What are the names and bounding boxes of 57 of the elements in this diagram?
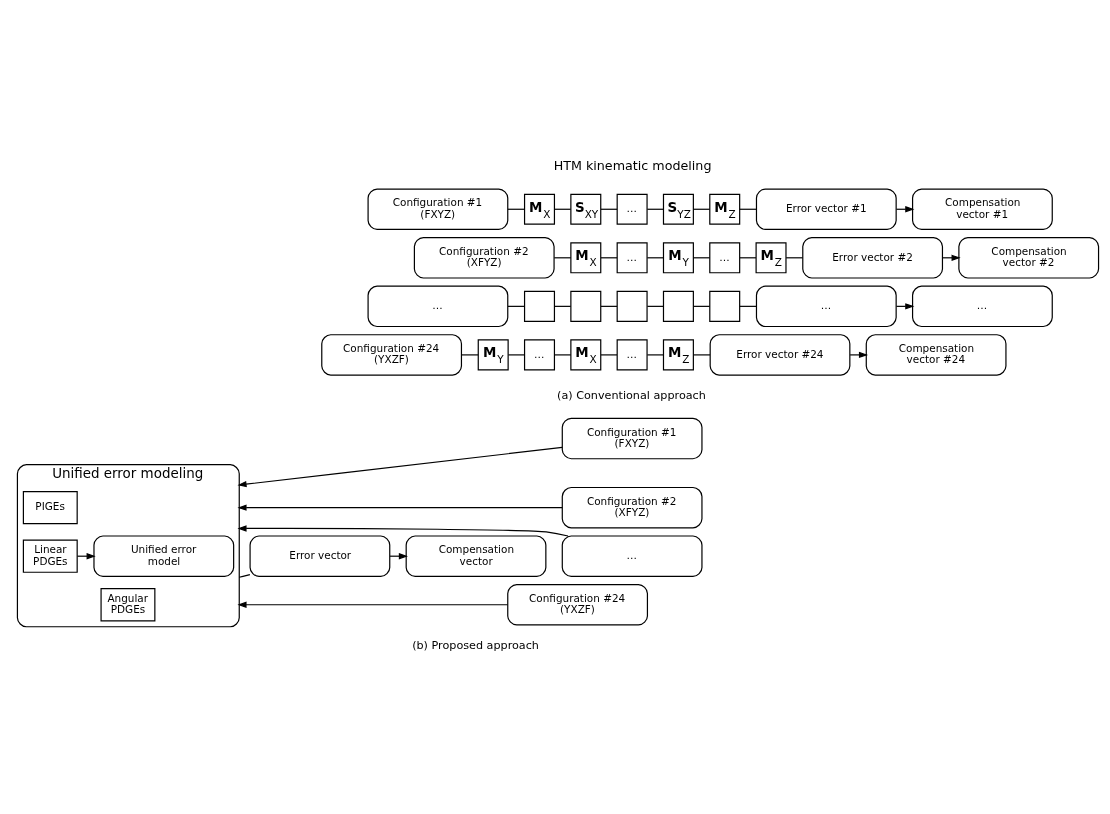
- node-box: Compensation vector #24: [865, 334, 1007, 376]
- node-box: M$_{Z}$: [709, 193, 741, 225]
- node-box: S$_{XY}$: [570, 193, 602, 225]
- node-box: Configuration #24 (YXZF): [321, 334, 463, 376]
- node-box: Error vector: [249, 535, 391, 577]
- node-box: …: [523, 339, 556, 371]
- node-box: S$_{YZ}$: [662, 193, 694, 225]
- node-box: M$_{X}$: [523, 193, 556, 225]
- node-box: …: [709, 242, 741, 274]
- node-box: [662, 290, 694, 322]
- node-box: …: [616, 193, 648, 225]
- connector: [507, 354, 526, 356]
- node-box: Angular PDGEs: [100, 588, 156, 622]
- node-box: M$_{Y}$: [477, 339, 509, 371]
- node-box: Unified error model: [93, 535, 235, 577]
- node-box: …: [616, 242, 648, 274]
- connector: [554, 354, 572, 356]
- connector: [238, 574, 251, 578]
- label: (b) Proposed approach: [412, 639, 539, 653]
- label: HTM kinematic modeling: [553, 158, 712, 174]
- arrow: [237, 504, 563, 511]
- node-box: …: [912, 285, 1053, 328]
- node-box: [523, 290, 556, 322]
- node-box: Configuration #1 (FXYZ): [367, 188, 509, 230]
- arrow: [237, 601, 509, 608]
- node-box: …: [616, 339, 648, 371]
- node-box: Linear PDGEs: [22, 539, 78, 573]
- node-box: Error vector #2: [802, 237, 944, 279]
- node-box: M$_{X}$: [570, 242, 602, 274]
- node-box: …: [367, 285, 509, 328]
- node-box: Compensation vector: [405, 535, 547, 577]
- node-box: [616, 290, 648, 322]
- connector: [646, 354, 664, 356]
- node-box: Compensation vector #1: [912, 188, 1053, 230]
- node-box: [570, 290, 602, 322]
- node-box: [709, 290, 741, 322]
- connector: [600, 354, 618, 356]
- node-box: M$_{Y}$: [662, 242, 694, 274]
- arrow: [849, 351, 869, 359]
- node-box: Configuration #1 (FXYZ): [561, 417, 703, 460]
- arrow: [237, 446, 563, 488]
- node-box: Error vector #24: [709, 334, 851, 376]
- arrow: [237, 525, 569, 537]
- node-box: Error vector #1: [755, 188, 897, 230]
- node-box: M$_{Z}$: [662, 339, 694, 371]
- connector: [461, 354, 479, 356]
- node-box: M$_{X}$: [570, 339, 602, 371]
- node-box: M$_{Z}$: [755, 242, 787, 274]
- connector: [692, 354, 711, 356]
- node-box: Configuration #24 (YXZF): [507, 584, 649, 626]
- node-box: Configuration #2 (XFYZ): [413, 237, 555, 279]
- node-box: Configuration #2 (XFYZ): [561, 486, 703, 529]
- node-box: …: [561, 535, 703, 577]
- node-box: …: [755, 285, 897, 328]
- node-box: PIGEs: [22, 491, 78, 525]
- node-box: Compensation vector #2: [958, 237, 1100, 279]
- label: (a) Conventional approach: [557, 389, 706, 403]
